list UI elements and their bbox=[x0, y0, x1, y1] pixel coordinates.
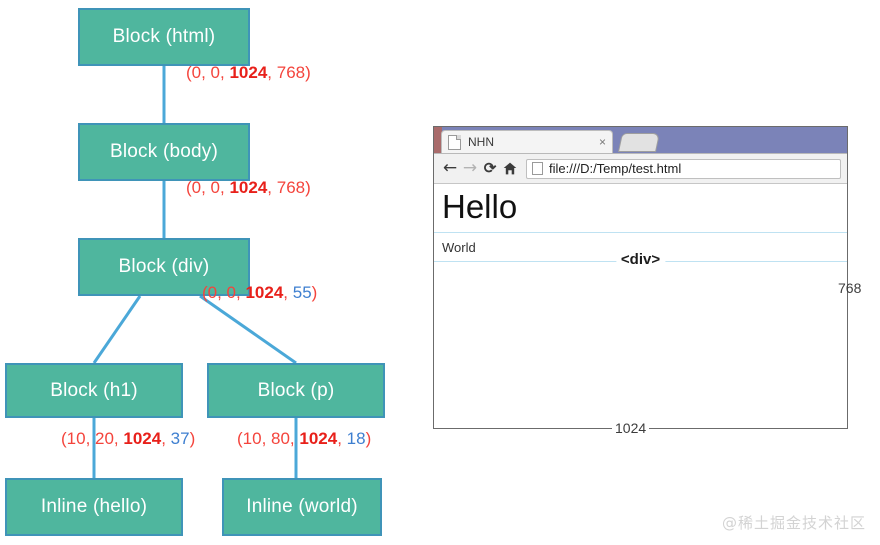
node-block-div: Block (div) bbox=[78, 238, 250, 296]
coord-sep: , bbox=[267, 178, 277, 197]
tab-title: NHN bbox=[468, 135, 494, 149]
coord-prefix: (0, 0, bbox=[186, 63, 230, 82]
viewport-width-label: 1024 bbox=[612, 420, 650, 436]
node-block-p: Block (p) bbox=[207, 363, 385, 418]
node-label: Block (html) bbox=[112, 26, 216, 47]
browser-toolbar: ← → ⟳ file:///D:/Temp/test.html bbox=[434, 154, 847, 184]
page-paragraph: World bbox=[442, 240, 476, 255]
coord-prefix: (10, 80, bbox=[237, 429, 300, 448]
node-label: Block (body) bbox=[110, 141, 218, 162]
watermark: @稀土掘金技术社区 bbox=[721, 514, 866, 532]
coord-prefix: (0, 0, bbox=[186, 178, 230, 197]
coord-height: 18 bbox=[346, 429, 366, 448]
page-heading: Hello bbox=[442, 188, 518, 225]
coord-prefix: (10, 20, bbox=[61, 429, 124, 448]
coord-sep: , bbox=[283, 283, 293, 302]
coord-close: ) bbox=[311, 283, 318, 302]
browser-viewport: Hello World <div> bbox=[434, 184, 847, 428]
div-bottom-guide-line: <div> bbox=[434, 251, 847, 268]
coord-bold-width: 1024 bbox=[123, 429, 162, 448]
coord-sep: , bbox=[337, 429, 347, 448]
forward-icon: → bbox=[462, 158, 478, 178]
coord-prefix: (0, 0, bbox=[202, 283, 246, 302]
viewport-height-label: 768 bbox=[838, 280, 862, 296]
node-label: Block (p) bbox=[257, 379, 335, 401]
node-label: Inline (world) bbox=[246, 496, 358, 517]
coord-height: 768 bbox=[276, 63, 306, 82]
address-bar-url: file:///D:/Temp/test.html bbox=[549, 161, 682, 176]
h1-bottom-guide-line bbox=[434, 232, 847, 233]
coord-height: 768 bbox=[276, 178, 306, 197]
coord-close: ) bbox=[365, 429, 372, 448]
node-block-body: Block (body) bbox=[78, 123, 250, 181]
coord-close: ) bbox=[305, 178, 311, 197]
tabstrip-left-edge bbox=[434, 127, 442, 153]
node-label: Block (div) bbox=[118, 256, 210, 277]
node-inline-world: Inline (world) bbox=[222, 478, 382, 536]
address-bar[interactable]: file:///D:/Temp/test.html bbox=[526, 158, 841, 179]
node-block-html: Block (html) bbox=[78, 8, 250, 66]
browser-tabstrip: NHN × bbox=[434, 127, 847, 154]
back-icon[interactable]: ← bbox=[442, 158, 458, 178]
node-label: Block (h1) bbox=[50, 379, 138, 401]
node-block-h1: Block (h1) bbox=[5, 363, 183, 418]
node-label: Inline (hello) bbox=[40, 496, 148, 517]
coord-sep: , bbox=[161, 429, 171, 448]
close-icon[interactable]: × bbox=[598, 135, 606, 149]
browser-window: NHN × ← → ⟳ file:///D:/Temp/test.html He… bbox=[433, 126, 848, 429]
coord-close: ) bbox=[189, 429, 196, 448]
node-inline-hello: Inline (hello) bbox=[5, 478, 183, 536]
coord-bold-width: 1024 bbox=[229, 178, 268, 197]
coord-height: 55 bbox=[292, 283, 312, 302]
page-favicon-icon bbox=[448, 134, 461, 150]
page-favicon-icon bbox=[532, 162, 543, 175]
coord-label-h1: (10, 20, 1024, 37) bbox=[61, 429, 195, 449]
coord-label-p: (10, 80, 1024, 18) bbox=[237, 429, 371, 449]
div-annotation-label: <div> bbox=[615, 251, 666, 268]
coord-bold-width: 1024 bbox=[299, 429, 338, 448]
coord-label-div: (0, 0, 1024, 55) bbox=[202, 283, 317, 303]
home-icon[interactable] bbox=[500, 162, 520, 175]
coord-bold-width: 1024 bbox=[245, 283, 284, 302]
coord-close: ) bbox=[305, 63, 311, 82]
tabstrip-right-fill bbox=[709, 127, 847, 153]
coord-height: 37 bbox=[170, 429, 190, 448]
coord-bold-width: 1024 bbox=[229, 63, 268, 82]
reload-icon[interactable]: ⟳ bbox=[483, 160, 497, 177]
coord-label-body: (0, 0, 1024, 768) bbox=[186, 178, 311, 198]
coord-sep: , bbox=[267, 63, 277, 82]
render-tree-diagram: Block (html) Block (body) Block (div) Bl… bbox=[5, 8, 385, 536]
browser-tab[interactable]: NHN × bbox=[441, 130, 613, 153]
new-tab-button[interactable] bbox=[617, 133, 661, 152]
coord-label-html: (0, 0, 1024, 768) bbox=[186, 63, 311, 83]
